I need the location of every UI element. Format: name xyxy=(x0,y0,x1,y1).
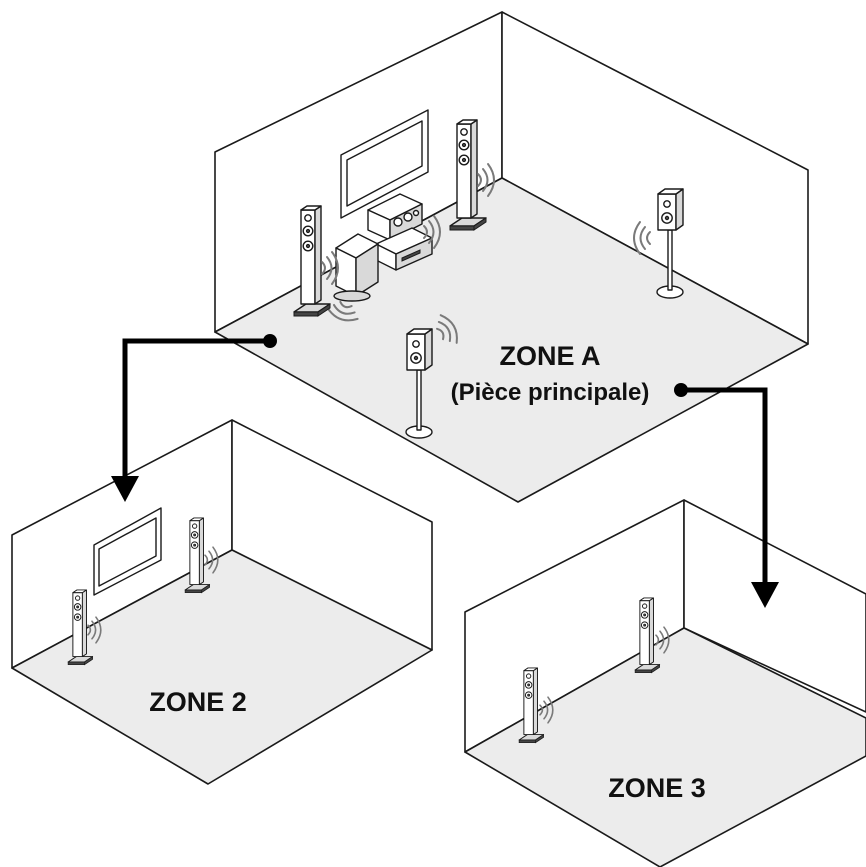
zone-a-tv xyxy=(340,109,429,219)
arrow-zone-3-head xyxy=(751,582,779,608)
zone-a-label: ZONE A xyxy=(500,341,601,371)
zone-2-label: ZONE 2 xyxy=(149,687,247,717)
zone-a-sublabel: (Pièce principale) xyxy=(451,379,650,406)
zone-3-label: ZONE 3 xyxy=(608,773,706,803)
zone-a-center-speaker xyxy=(367,193,423,241)
zone-a-subwoofer xyxy=(333,233,379,302)
zone-2-tv xyxy=(93,507,162,596)
arrow-zone-a-to-zone-2 xyxy=(111,334,277,502)
arrow-zone-2-head xyxy=(111,476,139,502)
zone-a-av-receiver xyxy=(375,227,433,271)
zone-2-floor xyxy=(11,549,433,785)
zone-3-side-wall xyxy=(683,499,866,713)
zone-3-room xyxy=(464,499,866,867)
arrow-zone-a-to-zone-3 xyxy=(674,383,779,608)
